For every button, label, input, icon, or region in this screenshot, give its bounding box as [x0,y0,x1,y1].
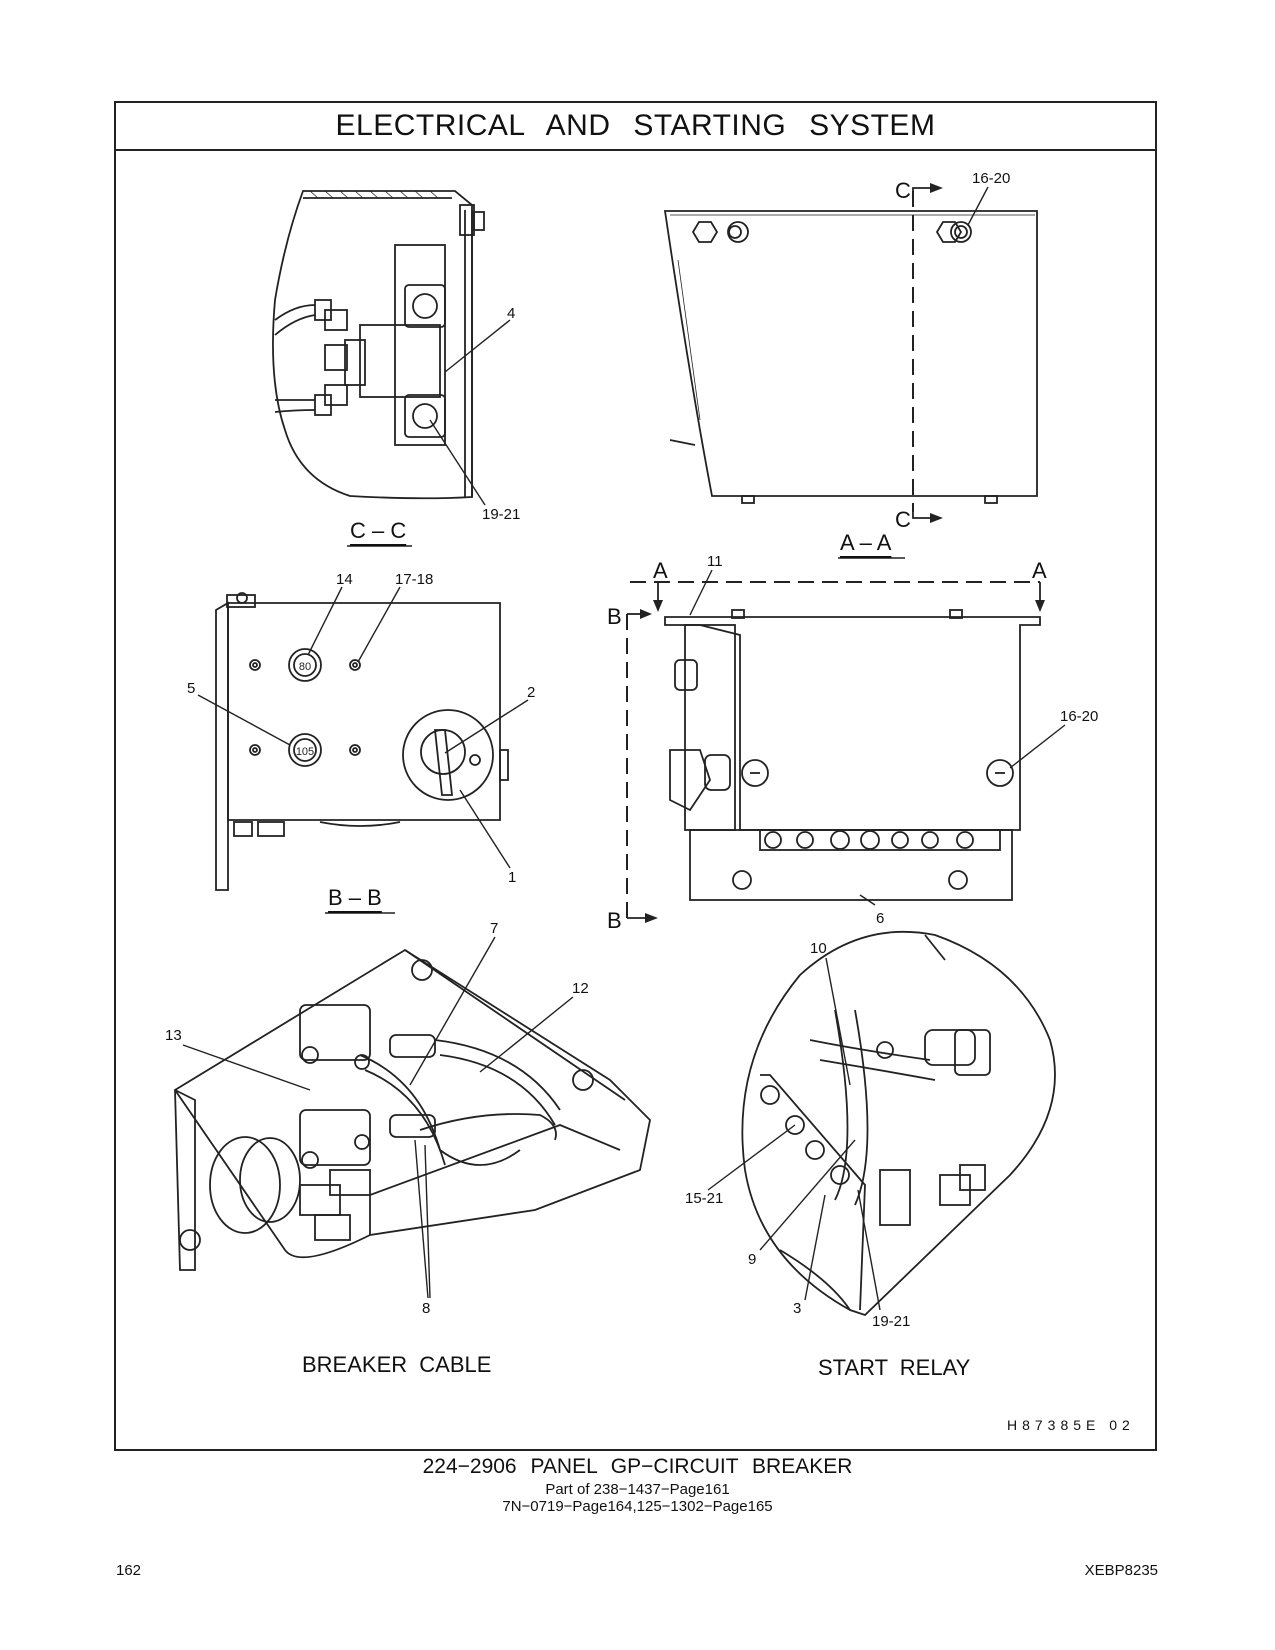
start-relay-drawing [741,930,1056,1317]
part-reference-2: 7N−0719−Page164,125−1302−Page165 [502,1498,773,1515]
section-marker-a-left: A [653,558,668,583]
page-title: ELECTRICAL AND STARTING SYSTEM [116,103,1155,151]
view-label-cc: C – C [350,518,407,543]
illustration-frame: ELECTRICAL AND STARTING SYSTEM [114,101,1157,1451]
callout-bb-2: 2 [527,684,535,701]
callout-bb-14: 14 [336,571,353,588]
callout-cc-4: 4 [507,305,515,322]
callout-bb-1: 1 [508,869,516,886]
illustration-code: H87385E 02 [1007,1417,1135,1433]
part-title: 224−2906 PANEL GP−CIRCUIT BREAKER [422,1455,853,1478]
caption-breaker-cable: BREAKER CABLE [302,1352,492,1377]
section-marker-c-top: C [895,178,911,203]
view-aa-drawing [663,187,1038,519]
callout-sr-19-21: 19-21 [872,1313,910,1330]
callout-sr-15-21: 15-21 [685,1190,723,1207]
breaker-rating-105: 105 [296,746,314,758]
view-label-aa: A – A [840,530,892,555]
callout-side-11: 11 [707,553,723,570]
callout-bb-5: 5 [187,680,195,697]
callout-aa-16-20: 16-20 [972,170,1010,187]
view-label-bb: B – B [328,885,382,910]
breaker-cable-drawing [173,948,651,1271]
section-marker-b-bottom: B [607,908,622,933]
callout-bc-8: 8 [422,1300,430,1317]
callout-sr-3: 3 [793,1300,801,1317]
page-number: 162 [116,1562,142,1579]
callout-side-6: 6 [876,910,884,927]
view-bb-drawing [215,592,509,891]
document-id: XEBP8235 [1084,1562,1158,1579]
callout-sr-9: 9 [748,1251,756,1268]
section-marker-a-right: A [1032,558,1047,583]
view-cc-drawing [272,190,485,500]
callout-bc-12: 12 [572,980,589,997]
breaker-rating-80: 80 [299,661,311,673]
callout-cc-19-21: 19-21 [482,506,520,523]
callout-bc-7: 7 [490,920,498,937]
caption-start-relay: START RELAY [818,1355,971,1380]
section-marker-c-bottom: C [895,507,911,532]
leader-lines [182,186,1066,1311]
callout-bb-17-18: 17-18 [395,571,433,588]
callout-sr-10: 10 [810,940,827,957]
part-reference-1: Part of 238−1437−Page161 [545,1481,730,1498]
view-side-drawing [626,581,1041,919]
section-marker-b-top: B [607,604,622,629]
callout-side-16-20: 16-20 [1060,708,1098,725]
callout-bc-13: 13 [165,1027,182,1044]
